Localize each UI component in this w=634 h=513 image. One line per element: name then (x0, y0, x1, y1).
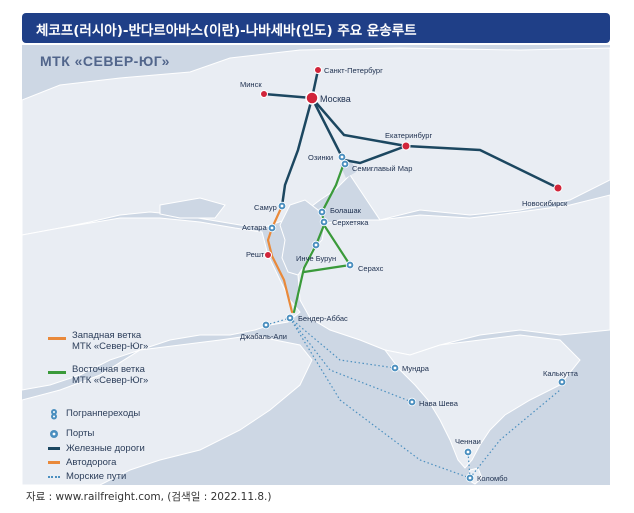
legend-road: Автодорога (48, 457, 116, 468)
border-marker-samur[interactable] (277, 201, 287, 211)
port-marker-nava[interactable] (407, 397, 417, 407)
port-marker-kolkata[interactable] (557, 377, 567, 387)
legend-road-swatch (48, 461, 60, 464)
city-labels: Санкт-Петербург Минск Москва Екатеринбур… (240, 66, 579, 483)
city-dot-resht[interactable] (264, 251, 272, 259)
legend-west-label: Западная ветка МТК «Север-Юг» (72, 330, 149, 352)
city-dot-ekaterinburg[interactable] (401, 141, 411, 151)
border-marker-ozinki[interactable] (337, 152, 347, 162)
rail-lines (262, 68, 560, 208)
land-arabia (22, 334, 313, 485)
map-title: МТК «СЕВЕР-ЮГ» (40, 53, 170, 69)
land-masses (22, 47, 610, 485)
label-serkhetyaka: Серхетяка (332, 218, 369, 227)
rail-moscow-ozinki (310, 96, 344, 159)
legend-east-branch: Восточная ветка МТК «Север-Юг» (48, 364, 148, 386)
legend-east-label: Восточная ветка МТК «Север-Юг» (72, 364, 149, 386)
border-marker-astara[interactable] (267, 223, 277, 233)
land-europe (22, 47, 610, 236)
land-india (383, 334, 581, 469)
port-marker-mundra[interactable] (390, 363, 400, 373)
label-bandar: Бендер-Аббас (298, 314, 348, 323)
label-astara: Астара (242, 223, 267, 232)
rail-ekb-novosibirsk (404, 144, 560, 190)
legend-road-label: Автодорога (66, 457, 117, 468)
land-middle-east (22, 217, 301, 391)
city-dot-novosibirsk[interactable] (553, 183, 563, 193)
label-resht: Решт (246, 250, 265, 259)
legend-sea-label: Морские пути (66, 471, 127, 482)
source-note: 자료 : www.railfreight.com, (검색일 : 2022.11… (26, 491, 272, 503)
station-markers (261, 152, 567, 483)
port-marker-jebel[interactable] (261, 320, 271, 330)
header-title: 체코프(러시아)-반다르아바스(이란)-나바세바(인도) 주요 운송루트 (36, 23, 417, 39)
label-inche: Инче Бурун (296, 254, 336, 263)
sea-route-chennai (467, 451, 471, 479)
legend-rail: Железные дороги (48, 443, 145, 454)
label-jebel: Джабаль-Али (240, 332, 287, 341)
rail-moscow-ekb (310, 96, 408, 148)
port-marker-bandar[interactable] (285, 313, 295, 323)
port-icon (50, 430, 58, 438)
route-map: Санкт-Петербург Минск Москва Екатеринбур… (22, 45, 610, 485)
label-kolkata: Калькутта (543, 369, 579, 378)
rail-moscow-samur (280, 96, 314, 208)
header-bar: 체코프(러시아)-반다르아바스(이란)-나바세바(인도) 주요 운송루트 (22, 13, 610, 43)
label-bolashak: Болашак (330, 206, 362, 215)
legend-border-label: Погранпереходы (66, 408, 141, 419)
port-marker-chennai[interactable] (463, 447, 473, 457)
legend-west-branch: Западная ветка МТК «Север-Юг» (48, 330, 148, 352)
sea-route-colombo (289, 317, 471, 479)
border-marker-serakhs[interactable] (345, 260, 355, 270)
legend-ports-label: Порты (66, 428, 95, 439)
city-dots (260, 66, 563, 259)
rail-moscow-minsk (262, 92, 314, 100)
city-dot-moscow[interactable] (305, 91, 319, 105)
label-ekaterinburg: Екатеринбург (385, 131, 432, 140)
sea-route-nava (289, 317, 413, 403)
label-chennai: Ченнаи (455, 437, 481, 446)
sea-route-kolkata (469, 389, 561, 479)
legend-rail-label: Железные дороги (66, 443, 145, 454)
label-colombo: Коломбо (477, 474, 508, 483)
city-dot-minsk[interactable] (260, 90, 268, 98)
label-samur: Самур (254, 203, 277, 212)
legend-east-swatch (48, 371, 66, 374)
border-marker-bolashak[interactable] (317, 207, 327, 217)
border-marker-semiglavy[interactable] (340, 159, 350, 169)
label-moscow: Москва (320, 94, 351, 104)
legend-rail-swatch (48, 447, 60, 450)
map-legend: Западная ветка МТК «Север-Юг» Восточная … (48, 330, 198, 482)
label-spb: Санкт-Петербург (324, 66, 383, 75)
label-semiglavy: Семиглавый Мар (352, 164, 412, 173)
legend-border: Погранпереходы (48, 408, 140, 420)
label-minsk: Минск (240, 80, 262, 89)
sea-route-mundra (289, 317, 396, 369)
label-mundra: Мундра (402, 364, 430, 373)
border-marker-inche[interactable] (311, 240, 321, 250)
label-ozinki: Озинки (308, 153, 333, 162)
port-marker-colombo[interactable] (465, 473, 475, 483)
label-novosibirsk: Новосибирск (522, 199, 568, 208)
label-serakhs: Серахс (358, 264, 384, 273)
legend-sea: Морские пути (48, 471, 126, 482)
border-crossing-icon (51, 409, 57, 420)
legend-ports: Порты (48, 428, 94, 440)
legend-west-swatch (48, 337, 66, 340)
border-marker-serkhetyaka[interactable] (319, 217, 329, 227)
land-central-asia (297, 194, 610, 356)
label-nava: Нава Шева (419, 399, 459, 408)
rail-ekb-semiglavy (342, 144, 408, 165)
legend-sea-swatch (48, 476, 60, 478)
city-dot-spb[interactable] (314, 66, 322, 74)
black-sea (159, 197, 226, 219)
